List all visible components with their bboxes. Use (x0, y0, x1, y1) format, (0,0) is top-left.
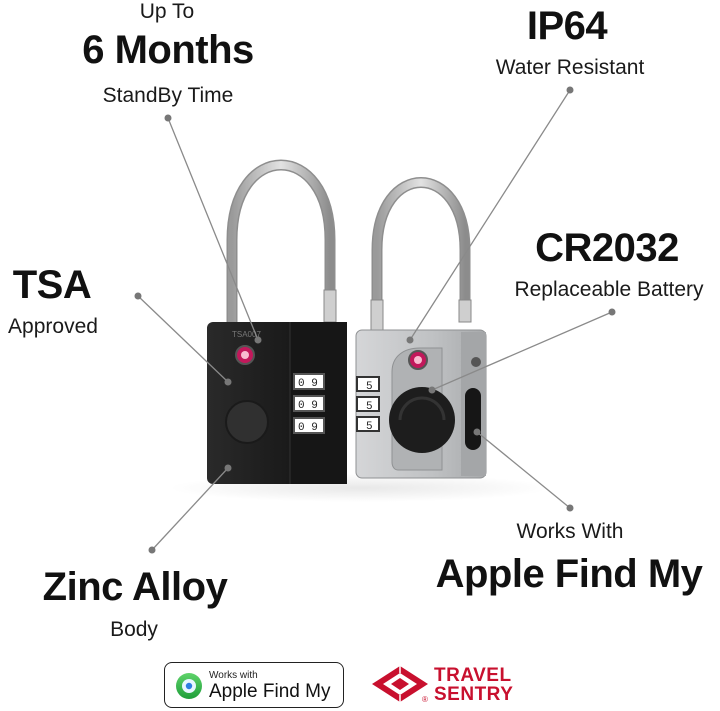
black-dials: 0 9 0 9 0 9 (293, 373, 325, 434)
standby-post-label: StandBy Time (102, 84, 234, 107)
standby-headline: 6 Months (82, 28, 254, 72)
svg-text:5: 5 (366, 401, 373, 413)
silver-lock: 5 5 5 (355, 177, 487, 479)
travel-sentry-diamond-icon (372, 666, 428, 702)
tsa-engraving: TSA007 (232, 330, 261, 339)
registered-mark: ® (422, 695, 428, 704)
badge-works-with-label: Works with (209, 670, 258, 681)
keyhole-icon (471, 357, 481, 367)
callout-water (409, 89, 571, 341)
callout-dots (134, 86, 616, 554)
battery-post-label: Replaceable Battery (514, 278, 704, 301)
water-headline: IP64 (526, 4, 608, 48)
svg-text:0 9: 0 9 (298, 400, 318, 412)
findmy-pre-label: Works With (516, 520, 624, 543)
travel-label: TRAVEL (434, 665, 512, 686)
battery-headline: CR2032 (535, 226, 679, 270)
callout-battery (431, 311, 613, 391)
circle-button-icon (225, 400, 269, 444)
find-my-icon (176, 673, 202, 699)
standby-pre-label: Up To (139, 0, 195, 23)
silver-side-window (465, 388, 481, 450)
water-post-label: Water Resistant (495, 56, 645, 79)
black-lock: TSA007 0 9 0 9 0 9 (207, 159, 347, 484)
callout-tsa (137, 295, 229, 383)
silver-dials: 5 5 5 (356, 376, 380, 433)
travel-sentry-badge: TRAVEL SENTRY ® (370, 662, 550, 708)
tsa-post-label: Approved (8, 315, 98, 338)
callout-findmy (476, 431, 571, 509)
findmy-headline: Apple Find My (435, 552, 703, 596)
material-post-label: Body (110, 618, 158, 641)
works-with-apple-find-my-badge: Works with Apple Find My (164, 662, 344, 708)
tsa-headline: TSA (12, 263, 92, 307)
badge-apple-find-my-label: Apple Find My (209, 681, 331, 702)
svg-text:5: 5 (366, 381, 373, 393)
sentry-label: SENTRY (434, 684, 514, 705)
callout-lines (137, 89, 613, 551)
svg-text:0 9: 0 9 (298, 422, 318, 434)
callout-material (151, 467, 229, 551)
material-headline: Zinc Alloy (42, 565, 228, 609)
svg-text:0 9: 0 9 (298, 378, 318, 390)
svg-text:5: 5 (366, 421, 373, 433)
callout-standby (167, 117, 259, 341)
